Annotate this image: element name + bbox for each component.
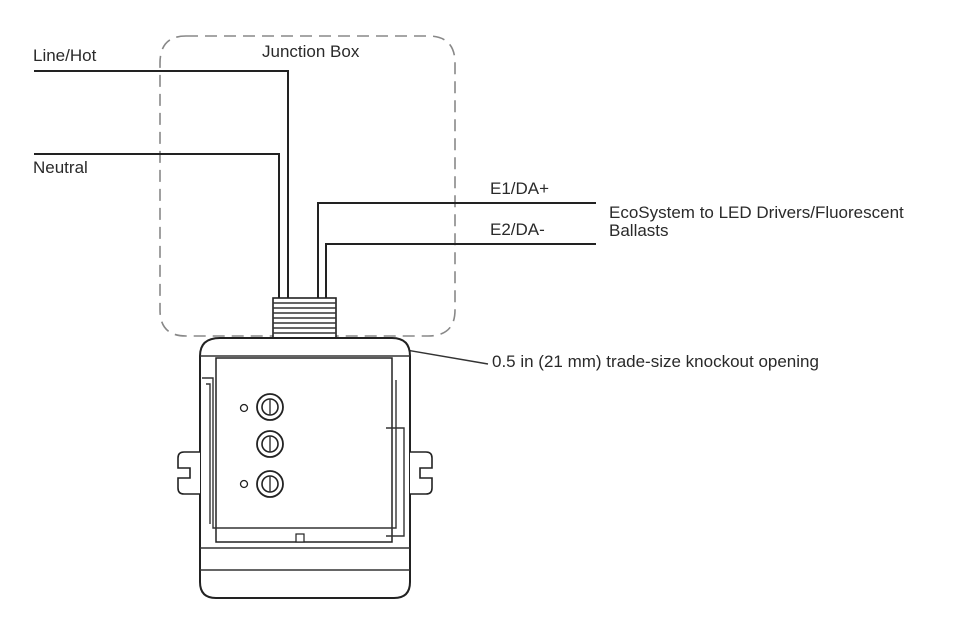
neutral-label: Neutral: [33, 158, 88, 177]
e2-label: E2/DA-: [490, 220, 545, 239]
neutral-wire: [34, 153, 280, 300]
e1-wire: [317, 202, 596, 300]
line-hot-label: Line/Hot: [33, 46, 97, 65]
junction-box-outline: [159, 35, 456, 337]
junction-box-label: Junction Box: [262, 42, 360, 61]
line-hot-wire: [34, 70, 289, 300]
power-module-body: [177, 337, 433, 599]
terminal-screw: [256, 430, 284, 458]
terminal-screws: [239, 393, 284, 498]
destination-label-line2: Ballasts: [609, 221, 669, 240]
e1-label: E1/DA+: [490, 179, 550, 198]
indicator-dot: [239, 403, 249, 413]
destination-label-line1: EcoSystem to LED Drivers/Fluorescent: [609, 203, 904, 222]
threaded-nipple: [272, 297, 337, 339]
terminal-screw: [256, 470, 284, 498]
indicator-dot: [239, 479, 249, 489]
knockout-label: 0.5 in (21 mm) trade-size knockout openi…: [492, 352, 819, 371]
e2-wire: [325, 243, 596, 300]
terminal-screw: [256, 393, 284, 421]
